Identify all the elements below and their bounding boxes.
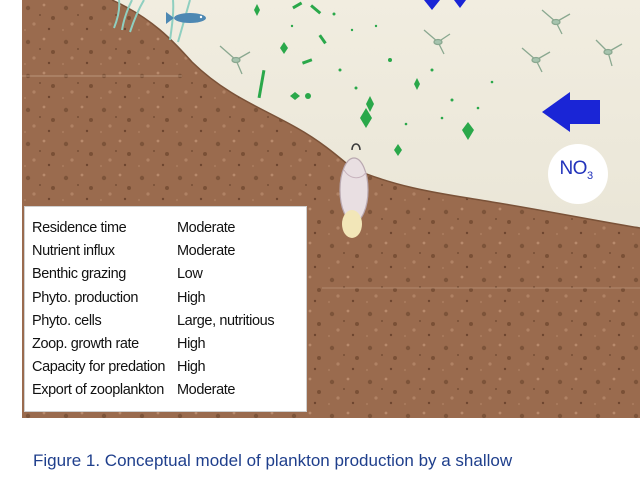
row-label: Export of zooplankton bbox=[32, 382, 164, 399]
fish-icon bbox=[166, 12, 206, 24]
row-value: Low bbox=[177, 266, 203, 283]
table-row: Capacity for predation High bbox=[32, 356, 306, 379]
row-label: Phyto. cells bbox=[32, 312, 102, 329]
row-value: Large, nutritious bbox=[177, 312, 275, 329]
row-value: High bbox=[177, 335, 206, 352]
row-label: Residence time bbox=[32, 220, 127, 236]
nutrient-circle bbox=[548, 144, 608, 204]
phytoplankton-icon bbox=[254, 1, 494, 156]
row-label: Capacity for predation bbox=[32, 359, 166, 376]
snail-icon bbox=[339, 143, 369, 238]
row-value: High bbox=[177, 289, 206, 306]
arrow-top-icon bbox=[454, 0, 466, 8]
table-row: Benthic grazing Low bbox=[32, 263, 306, 286]
sediment-edge bbox=[111, 0, 640, 229]
zooplankton-icon bbox=[219, 9, 623, 75]
figure-caption: Figure 1. Conceptual model of plankton p… bbox=[33, 451, 513, 470]
row-value: Moderate bbox=[177, 382, 236, 399]
table-row: Residence time Moderate bbox=[32, 217, 306, 240]
table-row: Zoop. growth rate High bbox=[32, 333, 306, 356]
nutrient-label: NO3 bbox=[559, 158, 593, 182]
arrow-top-icon bbox=[424, 0, 440, 10]
row-label: Nutrient influx bbox=[32, 243, 115, 260]
row-value: High bbox=[177, 359, 206, 376]
row-value: Moderate bbox=[177, 220, 236, 236]
table-row: Export of zooplankton Moderate bbox=[32, 379, 306, 402]
row-label: Phyto. production bbox=[32, 289, 139, 306]
row-value: Moderate bbox=[177, 243, 236, 260]
table-row: Nutrient influx Moderate bbox=[32, 240, 306, 263]
row-label: Benthic grazing bbox=[32, 266, 126, 283]
row-label: Zoop. growth rate bbox=[32, 335, 139, 352]
table-row: Phyto. cells Large, nutritious bbox=[32, 310, 306, 333]
nutrient-arrow-icon bbox=[542, 92, 600, 132]
table-row: Phyto. production High bbox=[32, 287, 306, 310]
